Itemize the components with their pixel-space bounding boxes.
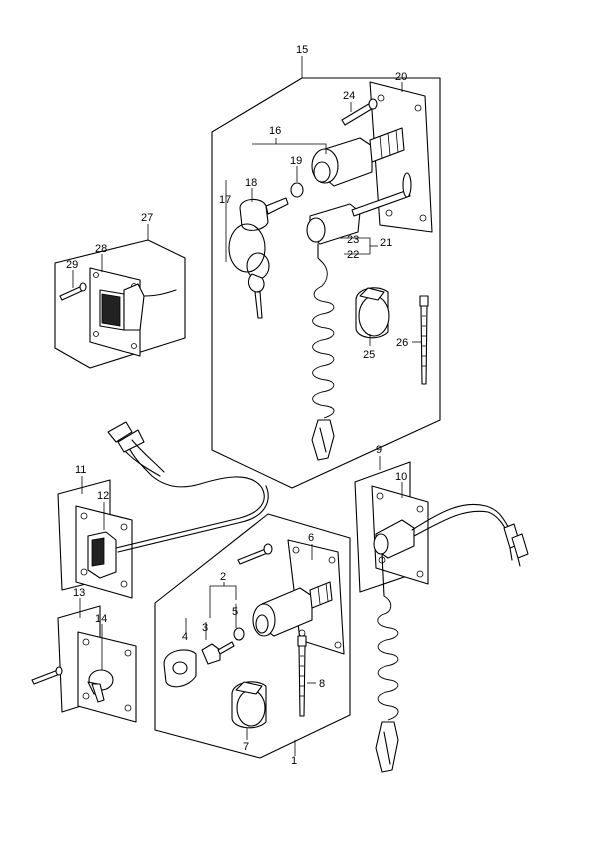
ring-5 (233, 627, 245, 641)
mounting-plate-20 (369, 81, 433, 233)
callout-29: 29 (66, 259, 78, 271)
callout-24: 24 (343, 90, 355, 102)
stop-switch-21 (306, 172, 412, 263)
callout-25: 25 (363, 349, 375, 361)
stop-switch-10 (373, 503, 529, 567)
callout-16: 16 (269, 125, 281, 137)
key-cap-4 (163, 649, 197, 688)
callout-28: 28 (95, 243, 107, 255)
callout-27: 27 (141, 212, 153, 224)
screw-14 (31, 666, 63, 685)
tie-strap-8 (297, 635, 307, 717)
callout-23: 23 (347, 234, 359, 246)
tie-strap-26 (419, 295, 429, 385)
lanyard-coil-lower (375, 553, 399, 773)
screw-24 (341, 98, 378, 126)
callout-9: 9 (376, 444, 382, 456)
callout-17: 17 (219, 194, 231, 206)
callout-10: 10 (395, 471, 407, 483)
callout-1: 1 (291, 755, 297, 767)
callout-3: 3 (202, 622, 208, 634)
callout-22: 22 (347, 249, 359, 261)
callout-labels: 15 20 24 16 19 18 17 23 21 22 25 26 27 2… (66, 44, 408, 767)
callout-20: 20 (395, 71, 407, 83)
key-3 (201, 641, 235, 665)
leader-lines (72, 56, 422, 756)
callout-15: 15 (296, 44, 308, 56)
callout-4: 4 (182, 631, 188, 643)
callout-18: 18 (245, 177, 257, 189)
callout-5: 5 (232, 606, 238, 618)
key-switch-body-2 (252, 581, 333, 637)
rocker-switch-28 (89, 267, 177, 357)
switch-12 (75, 505, 133, 599)
callout-26: 26 (396, 337, 408, 349)
harness-11 (107, 421, 269, 553)
callout-6: 6 (308, 532, 314, 544)
callout-2: 2 (220, 571, 226, 583)
key-set-17-18 (228, 197, 289, 319)
ignition-switch-body (311, 127, 405, 187)
callout-8: 8 (319, 678, 325, 690)
ring-19 (290, 182, 304, 198)
cap-25 (355, 287, 390, 339)
callout-7: 7 (243, 741, 249, 753)
callout-21: 21 (380, 237, 392, 249)
callout-12: 12 (97, 490, 109, 502)
switch-14 (77, 631, 137, 723)
screw-6 (237, 543, 273, 565)
assembly-1-panel (154, 513, 351, 759)
callout-19: 19 (290, 155, 302, 167)
callout-13: 13 (73, 587, 85, 599)
callout-14: 14 (95, 613, 107, 625)
lanyard-coil-upper (311, 261, 335, 461)
callout-11: 11 (75, 464, 86, 476)
cap-7 (231, 681, 267, 729)
screw-29 (59, 282, 87, 301)
